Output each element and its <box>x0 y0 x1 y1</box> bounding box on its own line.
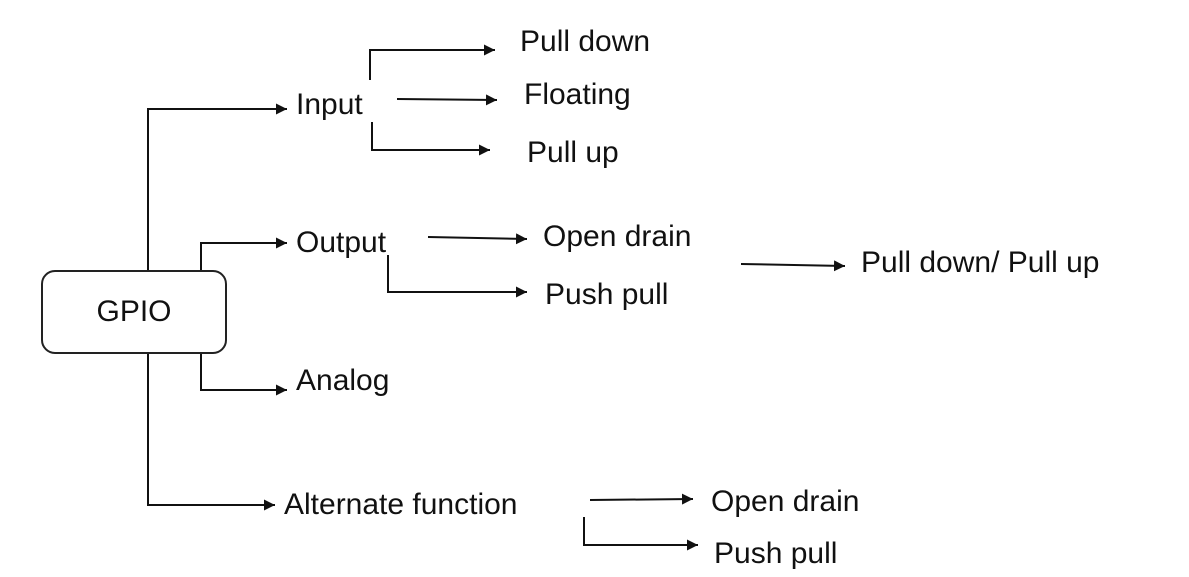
edge-gpio-output <box>200 237 287 270</box>
edge-input-pull-up <box>371 122 490 156</box>
edge-input-floating <box>396 94 498 106</box>
node-analog: Analog <box>296 364 390 397</box>
edge-open-drain-pull <box>740 260 846 272</box>
edge-input-pull-down <box>369 44 495 80</box>
edge-gpio-analog <box>200 354 287 396</box>
node-input: Input <box>296 88 363 121</box>
node-input-pull-up: Pull up <box>527 136 619 169</box>
node-alternate-open-drain: Open drain <box>711 485 860 518</box>
node-input-floating: Floating <box>524 78 631 111</box>
node-alternate-push-pull: Push pull <box>714 537 838 570</box>
edge-alternate-push-pull <box>583 517 698 551</box>
gpio-root-node: GPIO <box>41 270 227 354</box>
node-pull-down-pull-up: Pull down/ Pull up <box>861 246 1100 279</box>
node-output-open-drain: Open drain <box>543 220 692 253</box>
node-input-pull-down: Pull down <box>520 25 651 58</box>
edge-output-push-pull <box>387 255 527 298</box>
edge-gpio-alternate <box>147 354 275 511</box>
node-alternate-function: Alternate function <box>284 488 518 521</box>
node-output-push-pull: Push pull <box>545 278 669 311</box>
edge-output-open-drain <box>427 233 528 245</box>
edge-alternate-open-drain <box>589 493 694 505</box>
gpio-root-label: GPIO <box>96 295 172 328</box>
node-output: Output <box>296 226 387 259</box>
edge-gpio-input <box>147 103 287 270</box>
